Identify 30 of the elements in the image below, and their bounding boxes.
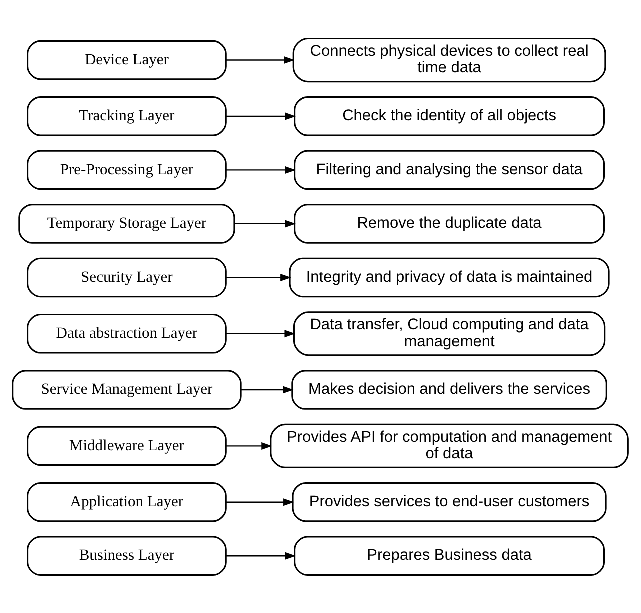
arrow xyxy=(226,330,296,338)
node-box: Provides services to end-user customers xyxy=(292,482,607,522)
node-box: Makes decision and delivers the services xyxy=(292,370,608,410)
node-box: Provides API for computation and management of data xyxy=(270,423,629,468)
node-box: Security Layer xyxy=(27,257,227,298)
node-box: Pre-Processing Layer xyxy=(27,150,227,190)
arrow xyxy=(226,273,292,281)
arrow xyxy=(234,220,296,228)
node-box: Prepares Business data xyxy=(294,536,606,576)
arrow xyxy=(226,112,296,120)
node-box: Temporary Storage Layer xyxy=(18,204,236,244)
node-box: Business Layer xyxy=(27,536,227,576)
node-box: Connects physical devices to collect real time data xyxy=(292,38,606,82)
arrow xyxy=(226,498,294,506)
arrow xyxy=(241,386,294,394)
node-box: Tracking Layer xyxy=(27,96,227,136)
arrow xyxy=(226,166,296,174)
arrow xyxy=(226,56,295,64)
node-box: Integrity and privacy of data is maintained xyxy=(289,257,610,298)
node-box: Middleware Layer xyxy=(27,426,227,466)
node-box: Filtering and analysing the sensor data xyxy=(294,150,606,190)
node-box: Remove the duplicate data xyxy=(294,204,606,244)
arrow xyxy=(226,552,296,560)
arrow xyxy=(226,442,272,450)
node-box: Check the identity of all objects xyxy=(294,96,606,136)
node-box: Application Layer xyxy=(27,482,227,522)
node-box: Data abstraction Layer xyxy=(27,313,227,354)
node-box: Service Management Layer xyxy=(12,370,242,410)
node-box: Device Layer xyxy=(27,40,227,80)
node-box: Data transfer, Cloud computing and data management xyxy=(293,311,606,356)
